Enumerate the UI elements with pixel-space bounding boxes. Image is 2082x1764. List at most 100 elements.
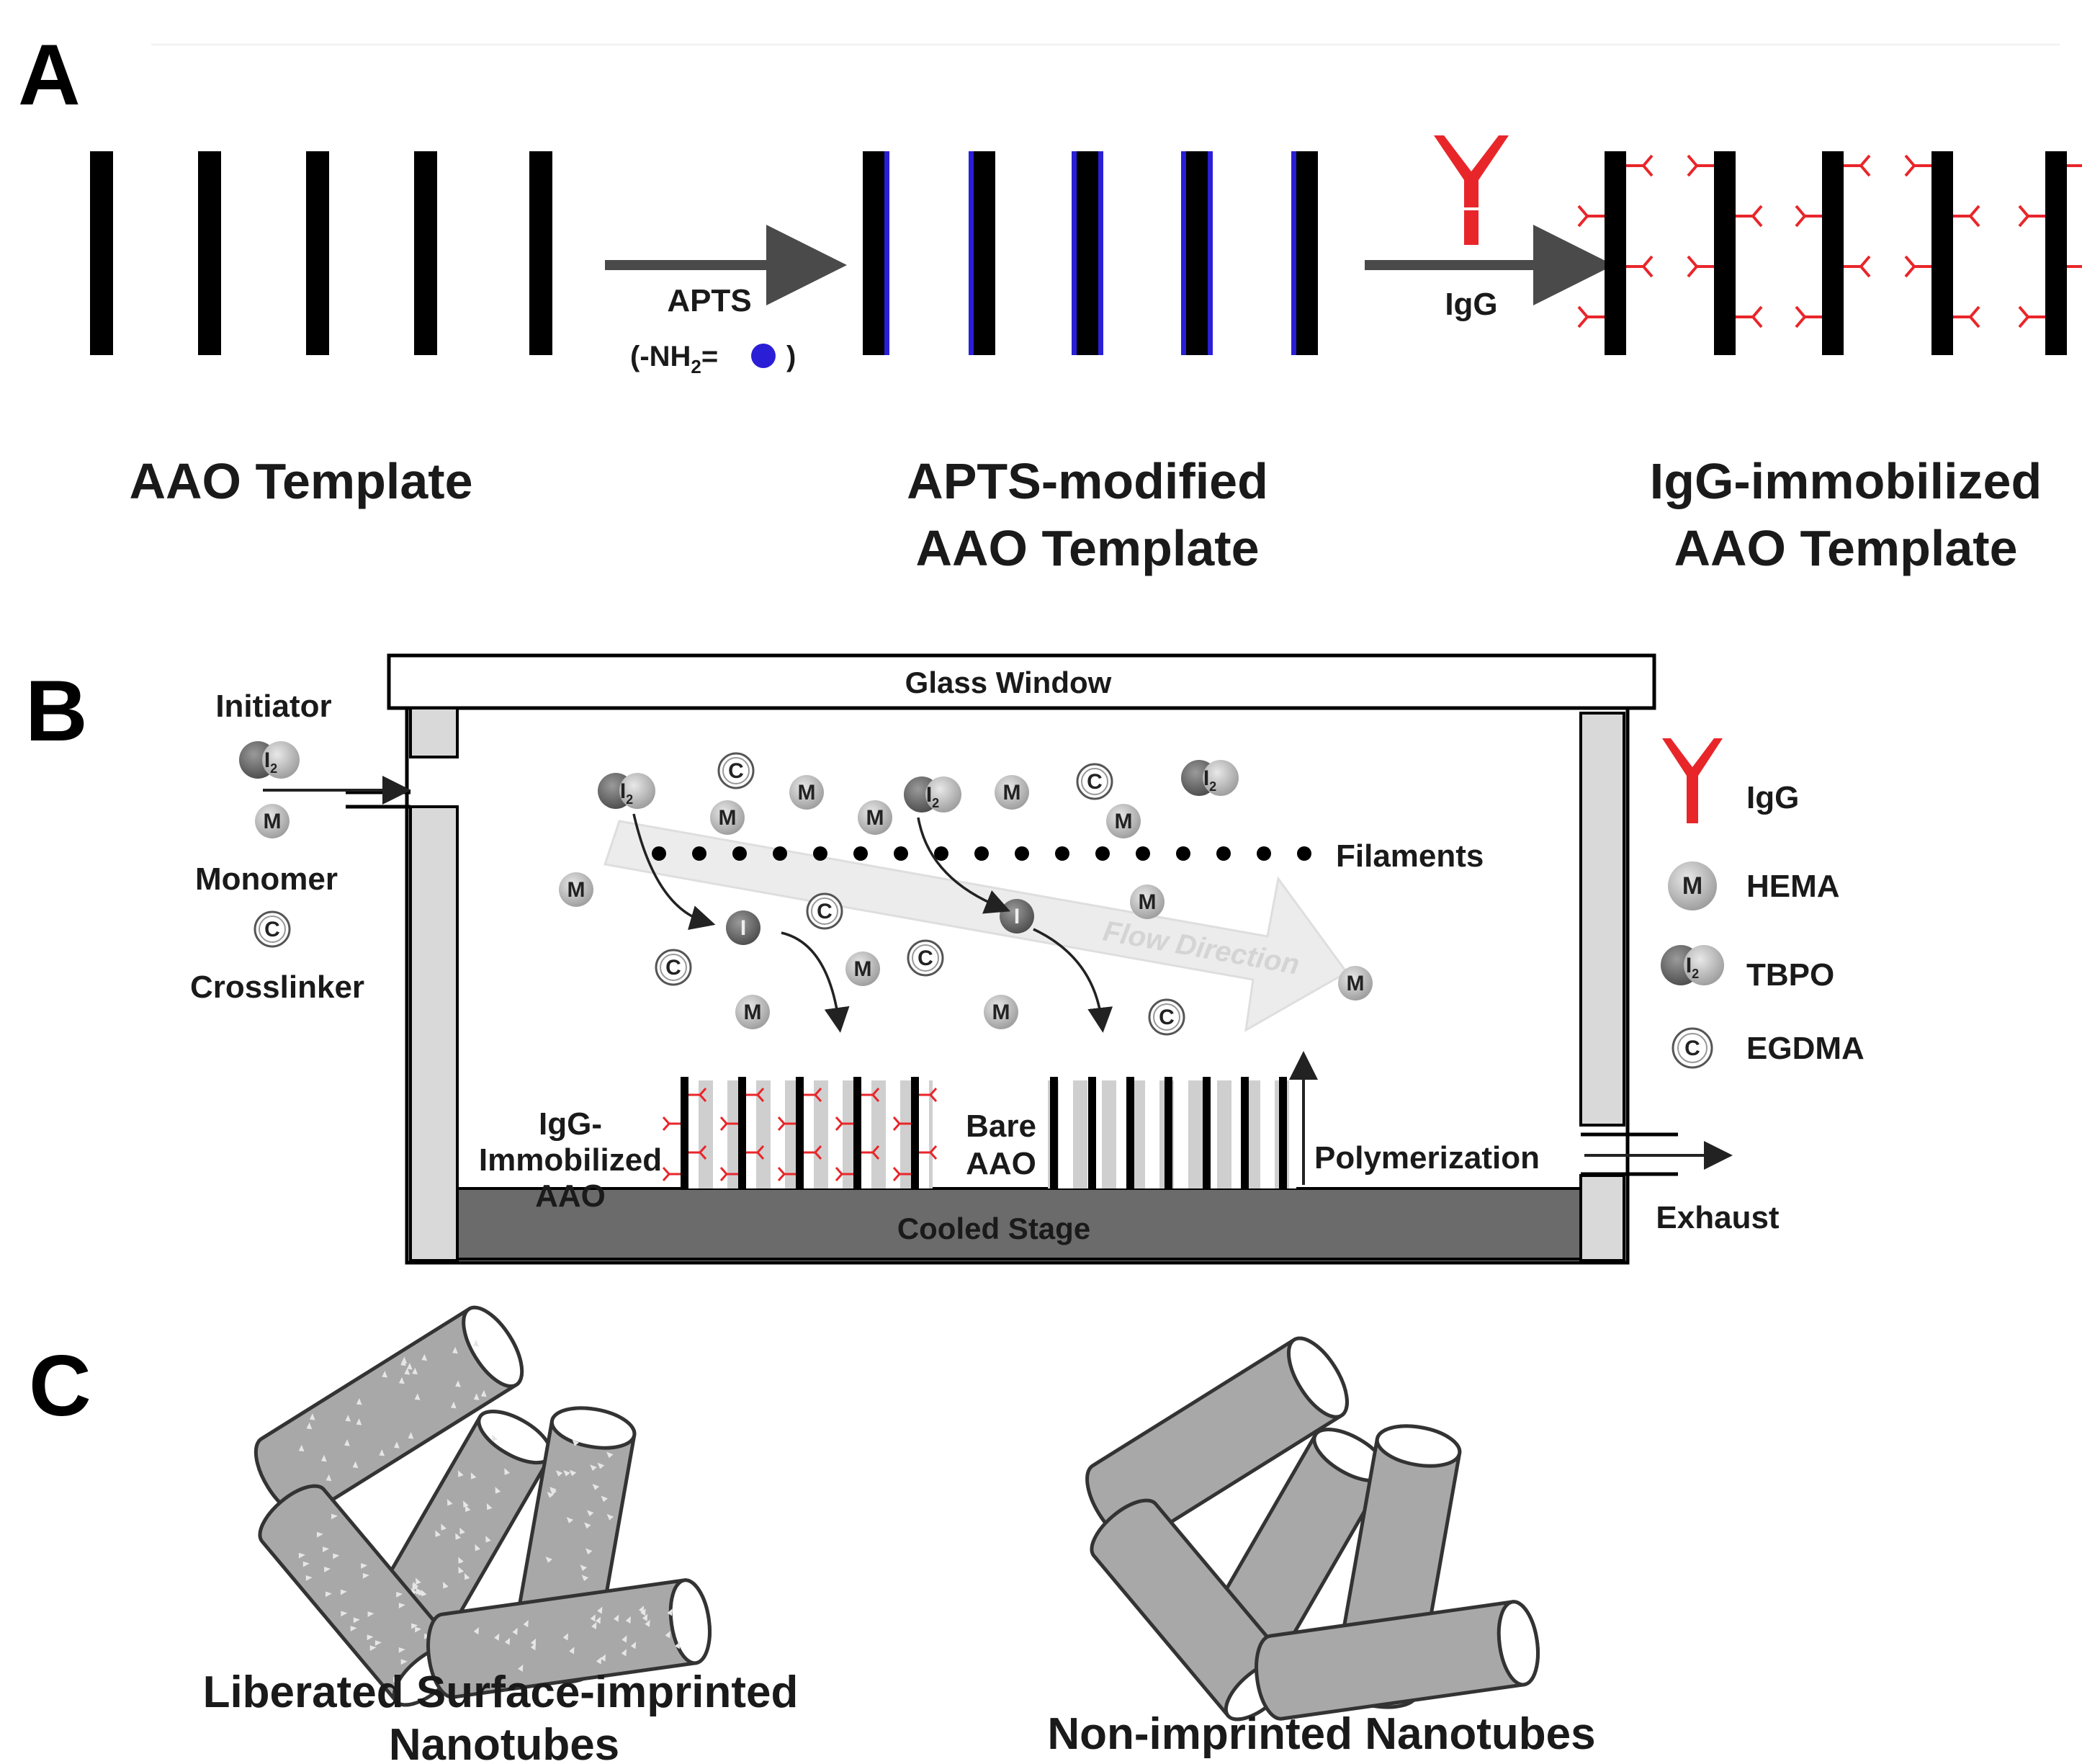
apts-modified-label-line1: APTS-modified <box>907 453 1268 509</box>
imprint-site <box>492 1434 498 1441</box>
imprint-site <box>379 1449 385 1456</box>
igg-mark <box>1626 154 1654 177</box>
legend-hema-icon: M <box>1668 861 1717 910</box>
non-imprinted-label: Non-imprinted Nanotubes <box>1047 1709 1595 1759</box>
svg-text:M: M <box>1115 810 1133 833</box>
legend-igg-label: IgG <box>1746 780 1799 815</box>
imprint-site <box>597 1606 603 1614</box>
imprint-site <box>665 1631 670 1639</box>
imprint-site <box>475 1544 481 1552</box>
imprint-site <box>504 1468 511 1475</box>
aao-wall <box>306 151 329 355</box>
filament-dot <box>1095 846 1110 861</box>
imprint-site <box>486 1503 493 1510</box>
glass-window-label: Glass Window <box>905 666 1112 699</box>
nanotube-opening <box>1375 1424 1462 1468</box>
imprint-site <box>340 1589 347 1595</box>
imprint-site <box>465 1505 471 1512</box>
svg-text:C: C <box>264 918 280 941</box>
imprint-site <box>404 1368 410 1375</box>
igg-mark <box>835 1167 853 1181</box>
imprint-site <box>518 1664 524 1673</box>
svg-text:C: C <box>817 900 833 923</box>
imprint-site <box>562 1633 568 1641</box>
nanotube <box>253 1305 524 1518</box>
igg-mark <box>1904 154 1931 177</box>
outlet-pipe <box>1581 1132 1678 1176</box>
imprint-site <box>549 1488 557 1495</box>
igg-aao-label-line3: AAO <box>535 1178 606 1214</box>
crosslinker-molecule: C <box>655 949 692 986</box>
imprint-site <box>473 1627 479 1635</box>
imprint-site <box>625 1616 631 1624</box>
imprint-site <box>530 1638 537 1646</box>
filament-dot <box>1297 846 1311 861</box>
left-wall-upper <box>409 707 459 758</box>
monomer-molecule: M <box>984 995 1018 1029</box>
imprint-site <box>569 1647 575 1655</box>
imprint-site <box>398 1376 405 1384</box>
imprint-site <box>638 1606 645 1613</box>
imprint-site <box>547 1492 555 1498</box>
igg-mark <box>777 1116 796 1131</box>
imprint-site <box>590 1464 597 1471</box>
imprint-site <box>333 1553 340 1559</box>
imprint-site <box>325 1591 332 1598</box>
imprint-site <box>580 1564 587 1572</box>
igg-mark <box>1953 305 1980 328</box>
membrane-wall <box>853 1077 861 1188</box>
imprint-site <box>494 1633 500 1641</box>
imprint-site <box>374 1640 382 1647</box>
imprint-site <box>566 1517 574 1523</box>
svg-text:C: C <box>1159 1006 1175 1029</box>
svg-text:I2: I2 <box>264 748 277 776</box>
svg-text:M: M <box>264 810 282 833</box>
igg-mark <box>1577 305 1605 328</box>
igg-mark <box>861 1145 880 1160</box>
membrane-wall <box>1241 1077 1249 1188</box>
igg-mark <box>662 1167 681 1181</box>
monomer-label: Monomer <box>195 861 338 897</box>
imprint-site <box>382 1371 388 1378</box>
membrane-wall <box>1165 1077 1172 1188</box>
filament-row <box>652 846 1311 861</box>
imprint-site <box>396 1592 403 1598</box>
imprint-site <box>512 1627 518 1635</box>
filament-dot <box>773 846 787 861</box>
imprint-site <box>614 1614 619 1622</box>
igg-mark <box>919 1088 938 1102</box>
imprint-site <box>362 1572 369 1579</box>
imprint-site <box>463 1500 469 1508</box>
imprint-site <box>555 1470 563 1477</box>
imprint-site <box>309 1413 315 1420</box>
imprint-site <box>530 1643 536 1651</box>
membrane-wall <box>796 1077 804 1188</box>
svg-text:M: M <box>1682 872 1702 900</box>
nanotube-opening <box>549 1406 637 1450</box>
igg-aao-label-line2: Immobilized <box>479 1142 662 1178</box>
nanotube-opening <box>462 1305 524 1389</box>
igg-mark <box>892 1167 911 1181</box>
igg-mark <box>777 1167 796 1181</box>
imprint-site <box>459 1527 465 1535</box>
membrane-wall <box>738 1077 746 1188</box>
legend-egdma-icon: C <box>1672 1027 1713 1069</box>
filament-dot <box>813 846 827 861</box>
imprint-site <box>344 1439 350 1446</box>
panel-a: A APTS (-NH2= ) <box>18 27 2082 576</box>
filament-dot <box>1055 846 1069 861</box>
crosslinker-molecule: C <box>1076 763 1113 800</box>
svg-text:C: C <box>665 956 681 980</box>
monomer-molecule: M <box>789 775 824 810</box>
imprinted-nanotube-cluster <box>253 1305 712 1707</box>
non-imprinted-nanotube-cluster <box>1085 1336 1540 1722</box>
imprint-site <box>473 1339 479 1347</box>
igg-mark <box>1795 205 1822 228</box>
aao-template-label: AAO Template <box>129 453 472 509</box>
legend-igg-icon <box>1662 738 1723 823</box>
igg-mark <box>746 1088 765 1102</box>
imprint-site <box>398 1647 405 1653</box>
apts-modified-label-line2: AAO Template <box>915 520 1259 576</box>
imprint-site <box>353 1617 360 1624</box>
